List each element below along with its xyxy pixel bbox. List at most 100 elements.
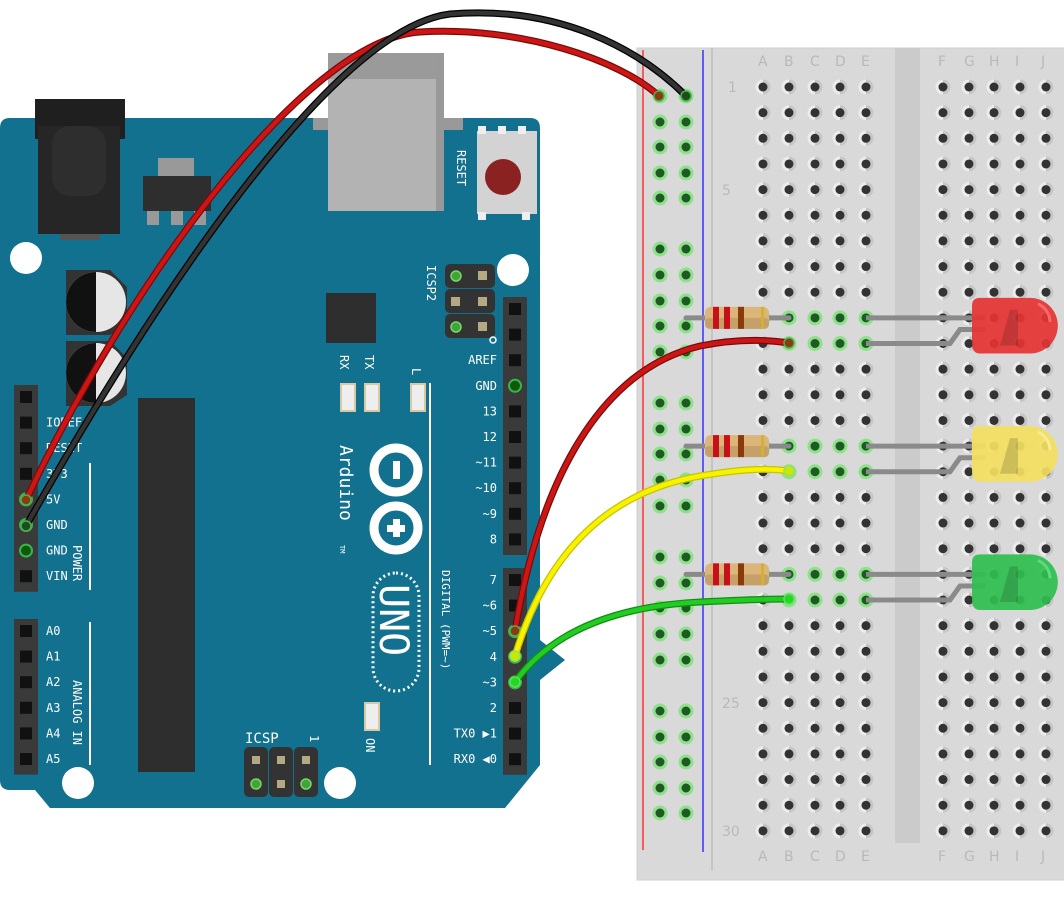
rail-hole[interactable] <box>652 549 668 565</box>
breadboard-hole[interactable] <box>1038 259 1054 275</box>
breadboard-hole[interactable] <box>858 720 874 736</box>
breadboard-hole[interactable] <box>832 387 848 403</box>
breadboard-hole[interactable] <box>858 387 874 403</box>
breadboard-hole[interactable] <box>858 259 874 275</box>
breadboard-hole[interactable] <box>807 438 823 454</box>
breadboard-hole[interactable] <box>807 797 823 813</box>
breadboard-hole[interactable] <box>832 207 848 223</box>
breadboard-hole[interactable] <box>961 156 977 172</box>
breadboard-hole[interactable] <box>1012 515 1028 531</box>
breadboard-hole[interactable] <box>832 361 848 377</box>
breadboard-hole[interactable] <box>781 284 797 300</box>
rail-hole[interactable] <box>678 805 694 821</box>
breadboard-hole[interactable] <box>1012 746 1028 762</box>
breadboard-hole[interactable] <box>1012 259 1028 275</box>
breadboard-hole[interactable] <box>1012 489 1028 505</box>
breadboard-hole[interactable] <box>1038 105 1054 121</box>
breadboard-hole[interactable] <box>1012 695 1028 711</box>
digital-header-top-pin[interactable] <box>508 378 522 393</box>
breadboard-hole[interactable] <box>1012 618 1028 634</box>
breadboard-hole[interactable] <box>1012 669 1028 685</box>
reset-button[interactable] <box>477 126 537 220</box>
analog-header-pin[interactable] <box>20 727 32 740</box>
breadboard-hole[interactable] <box>832 284 848 300</box>
breadboard-hole[interactable] <box>755 130 771 146</box>
breadboard-hole[interactable] <box>1012 412 1028 428</box>
breadboard-hole[interactable] <box>755 720 771 736</box>
breadboard-hole[interactable] <box>986 720 1002 736</box>
power-header-pin[interactable] <box>20 391 32 403</box>
breadboard-hole[interactable] <box>832 464 848 480</box>
breadboard-hole[interactable] <box>858 643 874 659</box>
digital-header-top-pin[interactable] <box>509 431 521 443</box>
breadboard-hole[interactable] <box>755 361 771 377</box>
breadboard-hole[interactable] <box>961 79 977 95</box>
rail-hole[interactable] <box>678 165 694 181</box>
breadboard-hole[interactable] <box>986 79 1002 95</box>
breadboard-hole[interactable] <box>1038 695 1054 711</box>
breadboard-hole[interactable] <box>781 233 797 249</box>
rail-hole[interactable] <box>652 190 668 206</box>
breadboard-hole[interactable] <box>858 79 874 95</box>
breadboard-hole[interactable] <box>755 156 771 172</box>
breadboard-hole[interactable] <box>986 823 1002 839</box>
analog-header-pin[interactable] <box>20 701 32 714</box>
breadboard-hole[interactable] <box>935 130 951 146</box>
rail-hole[interactable] <box>652 446 668 462</box>
breadboard-hole[interactable] <box>986 643 1002 659</box>
breadboard-hole[interactable] <box>935 823 951 839</box>
digital-header-bottom-pin[interactable] <box>509 574 521 586</box>
breadboard-hole[interactable] <box>807 233 823 249</box>
breadboard-hole[interactable] <box>1012 105 1028 121</box>
breadboard-hole[interactable] <box>781 823 797 839</box>
breadboard-hole[interactable] <box>807 489 823 505</box>
digital-header-top-pin[interactable] <box>509 507 521 520</box>
breadboard-hole[interactable] <box>986 515 1002 531</box>
breadboard-hole[interactable] <box>755 515 771 531</box>
wire-black-gnd[interactable] <box>20 9 692 532</box>
breadboard-hole[interactable] <box>807 130 823 146</box>
breadboard-hole[interactable] <box>935 720 951 736</box>
breadboard-hole[interactable] <box>961 182 977 198</box>
breadboard-hole[interactable] <box>781 720 797 736</box>
breadboard-hole[interactable] <box>781 541 797 557</box>
breadboard-hole[interactable] <box>832 566 848 582</box>
breadboard-hole[interactable] <box>986 669 1002 685</box>
rail-hole[interactable] <box>652 421 668 437</box>
breadboard-hole[interactable] <box>807 823 823 839</box>
breadboard-hole[interactable] <box>781 130 797 146</box>
breadboard-hole[interactable] <box>961 284 977 300</box>
breadboard-hole[interactable] <box>832 695 848 711</box>
breadboard-hole[interactable] <box>961 130 977 146</box>
breadboard-hole[interactable] <box>935 669 951 685</box>
breadboard-hole[interactable] <box>935 489 951 505</box>
breadboard-hole[interactable] <box>961 233 977 249</box>
breadboard-hole[interactable] <box>832 541 848 557</box>
breadboard-hole[interactable] <box>755 105 771 121</box>
breadboard-hole[interactable] <box>755 387 771 403</box>
breadboard-hole[interactable] <box>961 772 977 788</box>
breadboard-hole[interactable] <box>935 387 951 403</box>
breadboard-hole[interactable] <box>1038 541 1054 557</box>
breadboard-hole[interactable] <box>832 438 848 454</box>
analog-header-pin[interactable] <box>20 676 32 689</box>
wire-yellow-pin4[interactable] <box>509 465 795 662</box>
breadboard-hole[interactable] <box>807 361 823 377</box>
breadboard-hole[interactable] <box>986 361 1002 377</box>
rail-hole[interactable] <box>678 139 694 155</box>
led-yellow[interactable] <box>866 426 1058 482</box>
breadboard-hole[interactable] <box>781 259 797 275</box>
breadboard-hole[interactable] <box>755 695 771 711</box>
rail-hole[interactable] <box>652 395 668 411</box>
breadboard-hole[interactable] <box>1038 823 1054 839</box>
reset-button-cap[interactable] <box>485 159 521 195</box>
analog-header-pin[interactable] <box>20 625 32 637</box>
breadboard-hole[interactable] <box>935 541 951 557</box>
breadboard-hole[interactable] <box>755 412 771 428</box>
breadboard-hole[interactable] <box>858 541 874 557</box>
breadboard-hole[interactable] <box>755 797 771 813</box>
breadboard-hole[interactable] <box>807 746 823 762</box>
rail-hole[interactable] <box>678 780 694 796</box>
breadboard-hole[interactable] <box>961 695 977 711</box>
power-header-pin[interactable] <box>20 570 32 583</box>
